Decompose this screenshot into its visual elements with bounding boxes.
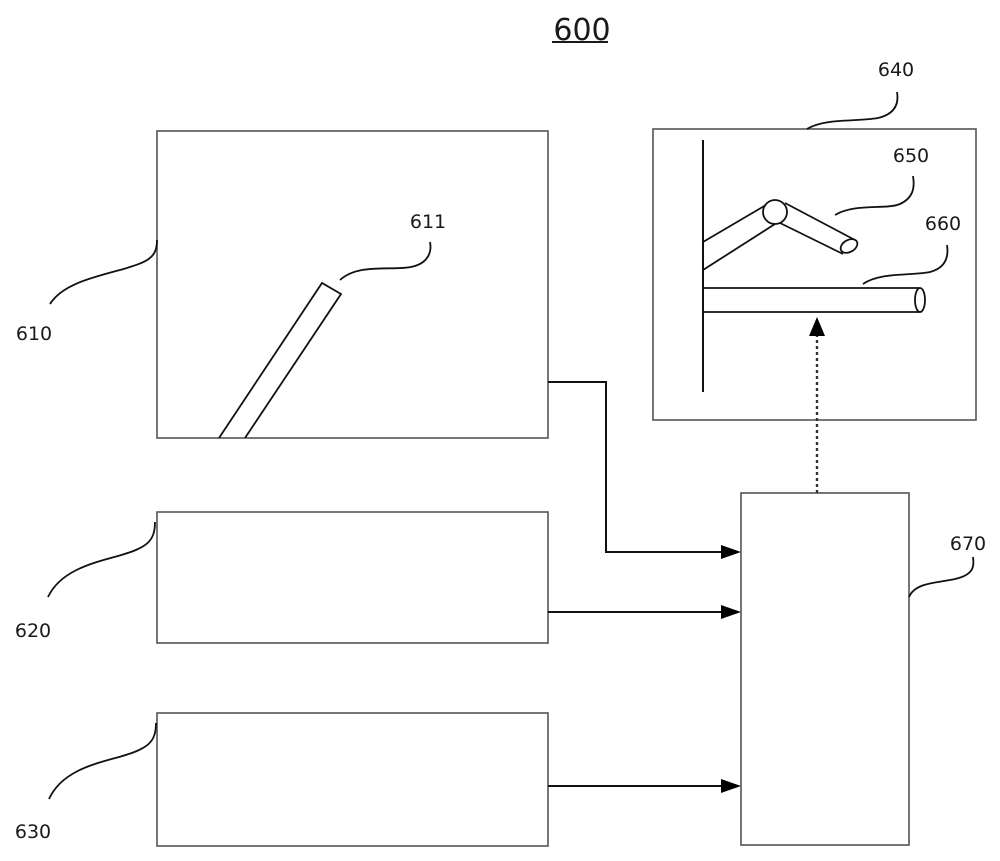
leader-670: [908, 556, 975, 598]
leader-620: [47, 521, 156, 598]
rod-660: [703, 287, 926, 313]
label-620: 620: [15, 620, 51, 642]
arrowhead-630-670: [721, 779, 741, 793]
block-620: [156, 511, 549, 644]
leader-640: [806, 91, 899, 130]
label-670: 670: [950, 533, 986, 555]
leader-650: [834, 175, 915, 216]
block-630: [156, 712, 549, 847]
label-611: 611: [410, 211, 446, 233]
block-610: [156, 130, 549, 439]
leader-630: [48, 722, 157, 800]
arrowhead-670-640: [809, 317, 825, 336]
object-611: [218, 281, 343, 439]
label-640: 640: [878, 59, 914, 81]
connector-610-670: [548, 381, 722, 553]
leader-610: [49, 239, 158, 305]
leader-611: [339, 241, 432, 281]
arrowhead-610-670: [721, 545, 741, 559]
label-660: 660: [925, 213, 961, 235]
block-670: [740, 492, 910, 846]
label-610: 610: [16, 323, 52, 345]
label-650: 650: [893, 145, 929, 167]
block-640: [652, 128, 977, 421]
robotic-arm-650: [702, 199, 859, 271]
leader-660: [862, 244, 949, 285]
label-630: 630: [15, 821, 51, 843]
arrowhead-620-670: [721, 605, 741, 619]
